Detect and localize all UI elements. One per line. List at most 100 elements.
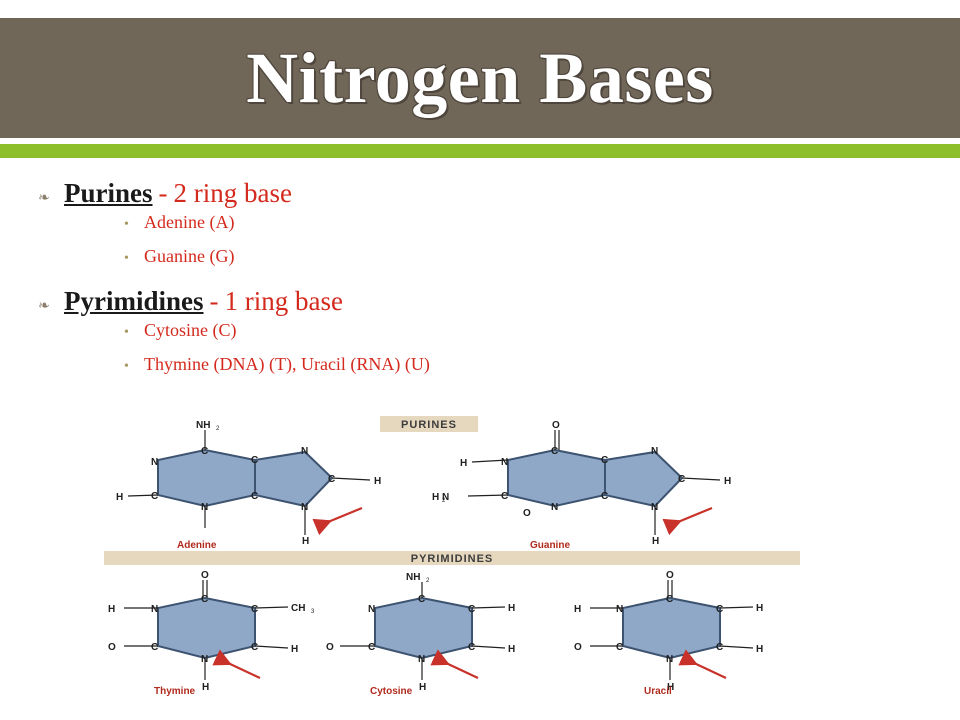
svg-text:N: N [666, 654, 673, 665]
slide-title: Nitrogen Bases [0, 18, 960, 138]
purines-banner-label: PURINES [401, 419, 457, 431]
bullet-pyrimidines: ❧ Pyrimidines - 1 ring base [38, 286, 918, 320]
svg-text:H: H [652, 536, 659, 547]
svg-text:C: C [468, 604, 475, 615]
bullet-description: 1 ring base [224, 286, 343, 316]
bullet-glyph-icon: ❧ [38, 190, 50, 206]
arrow-icon [212, 649, 261, 679]
uracil-structure: O C C C N C N H O H H H Uracil [574, 570, 763, 697]
svg-text:C: C [551, 446, 558, 457]
svg-text:C: C [678, 474, 685, 485]
svg-text:O: O [666, 570, 674, 581]
svg-text:C: C [616, 642, 623, 653]
svg-text:H: H [508, 644, 515, 655]
svg-text:CH: CH [291, 603, 305, 614]
slide-title-text: Nitrogen Bases [246, 38, 714, 118]
svg-text:H N: H N [432, 492, 449, 503]
svg-text:C: C [666, 594, 673, 605]
ring-shape [604, 450, 684, 508]
bullet-description: 2 ring base [173, 178, 292, 208]
svg-text:N: N [418, 654, 425, 665]
svg-text:H: H [508, 603, 515, 614]
thymine-structure: O C C C N C N H O CH 3 H H Thymine [108, 570, 315, 697]
svg-text:H: H [291, 644, 298, 655]
svg-text:H: H [756, 603, 763, 614]
bullet-purines: ❧ Purines - 2 ring base [38, 178, 918, 212]
svg-text:C: C [251, 491, 258, 502]
svg-text:C: C [201, 446, 208, 457]
arrow-icon [662, 506, 713, 536]
sub-bullet-text: Cytosine (C) [144, 320, 237, 340]
svg-text:O: O [326, 642, 334, 653]
sub-bullet-text: Adenine (A) [144, 212, 235, 232]
arrow-icon [678, 649, 727, 679]
svg-text:C: C [201, 594, 208, 605]
bullet-glyph-icon: ❧ [38, 298, 50, 314]
ring-shape [374, 596, 473, 660]
svg-text:C: C [368, 642, 375, 653]
svg-text:C: C [501, 491, 508, 502]
arrow-icon [312, 506, 363, 536]
svg-text:N: N [368, 604, 375, 615]
svg-text:O: O [523, 508, 531, 519]
svg-text:C: C [251, 642, 258, 653]
cytosine-structure: NH 2 C C C N C N O H H H Cytosine [326, 572, 515, 697]
svg-text:H: H [116, 492, 123, 503]
thymine-label: Thymine [154, 686, 196, 697]
bullet-separator: - [209, 286, 219, 316]
bullet-separator: - [158, 178, 168, 208]
svg-text:C: C [151, 642, 158, 653]
sub-bullet-text: Guanine (G) [144, 246, 235, 266]
bullet-term: Pyrimidines [64, 286, 204, 316]
svg-text:NH: NH [196, 420, 210, 431]
svg-text:H: H [374, 476, 381, 487]
arrow-icon [430, 649, 479, 679]
svg-text:H: H [724, 476, 731, 487]
ring-shape [157, 596, 256, 660]
sub-bullet-dot-icon: • [124, 217, 129, 232]
svg-text:2: 2 [216, 426, 220, 432]
cytosine-label: Cytosine [370, 686, 413, 697]
svg-text:N: N [301, 502, 308, 513]
title-bar [0, 18, 960, 138]
svg-text:H: H [574, 604, 581, 615]
svg-text:H: H [419, 682, 426, 693]
sub-bullet-adenine: • Adenine (A) [38, 212, 918, 246]
svg-text:C: C [251, 604, 258, 615]
svg-text:C: C [716, 604, 723, 615]
purines-banner [380, 416, 478, 432]
svg-text:C: C [328, 474, 335, 485]
bullet-term: Purines [64, 178, 153, 208]
svg-text:H: H [302, 536, 309, 547]
ring-shape [507, 448, 606, 508]
svg-text:O: O [574, 642, 582, 653]
uracil-label: Uracil [644, 686, 672, 697]
guanine-label: Guanine [530, 540, 570, 551]
svg-text:H: H [667, 682, 674, 693]
ring-shape [254, 450, 334, 508]
pyrimidines-banner-label: PYRIMIDINES [411, 553, 494, 565]
sub-bullet-thymine-uracil: • Thymine (DNA) (T), Uracil (RNA) (U) [38, 354, 918, 388]
svg-text:N: N [151, 604, 158, 615]
svg-text:2: 2 [426, 578, 430, 584]
svg-text:C: C [151, 491, 158, 502]
sub-bullet-dot-icon: • [124, 325, 129, 340]
svg-text:N: N [301, 446, 308, 457]
svg-text:C: C [716, 642, 723, 653]
bullet-list: ❧ Purines - 2 ring base • Adenine (A) • … [38, 178, 918, 388]
svg-text:O: O [201, 570, 209, 581]
svg-text:C: C [601, 455, 608, 466]
svg-text:N: N [201, 502, 208, 513]
svg-text:O: O [108, 642, 116, 653]
svg-text:C: C [418, 594, 425, 605]
svg-text:N: N [651, 446, 658, 457]
guanine-structure: O C C C N C N N C N H H N 2 H O H Guanin… [432, 420, 731, 551]
sub-bullet-dot-icon: • [124, 251, 129, 266]
adenine-label: Adenine [177, 540, 217, 551]
sub-bullet-dot-icon: • [124, 359, 129, 374]
svg-text:N: N [501, 457, 508, 468]
svg-text:H: H [460, 458, 467, 469]
svg-text:H: H [202, 682, 209, 693]
svg-text:H: H [756, 644, 763, 655]
svg-text:N: N [651, 502, 658, 513]
